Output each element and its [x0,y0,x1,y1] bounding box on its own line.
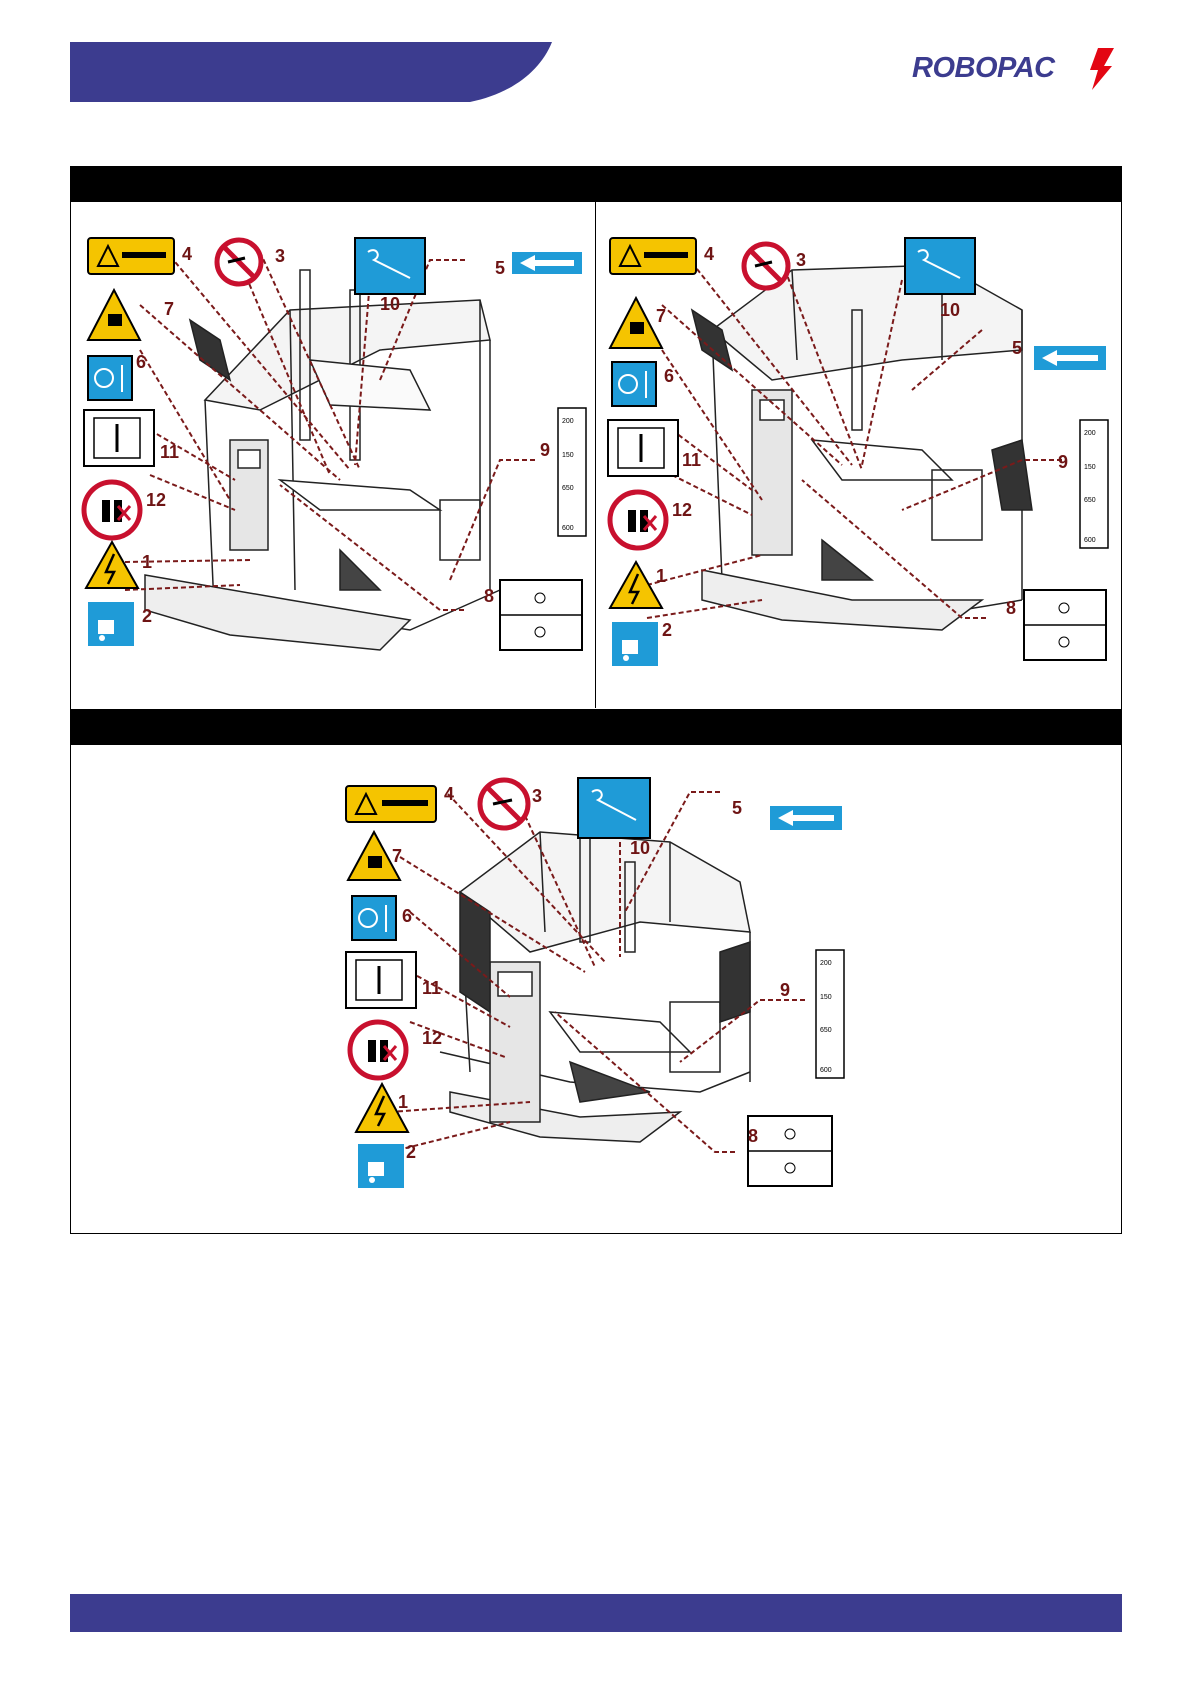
callout-number: 5 [732,798,742,818]
callout-number: 12 [146,490,166,510]
callout-number: 9 [780,980,790,1000]
scale-tick-label: 200 [820,960,832,967]
callout-number: 10 [940,300,960,320]
machine-drawing [440,832,750,1142]
section-bar-top [70,166,1122,202]
callout-number: 2 [406,1142,416,1162]
crushing-hazard-icon [610,298,662,348]
callout-number: 5 [1012,338,1022,358]
callout-number: 3 [796,250,806,270]
scale-tick-label: 650 [1084,497,1096,504]
robopac-logo: ROBOPAC [912,46,1122,92]
rotation-instruction-icon [88,356,132,400]
panel-divider [595,202,596,708]
electrical-hazard-icon [610,562,662,608]
callout-number: 11 [682,450,701,470]
direction-arrow-icon [770,806,842,830]
callout-number: 1 [398,1092,408,1112]
machine-drawing [692,265,1032,630]
scale-tick-label: 150 [1084,464,1096,471]
callout-number: 4 [704,244,714,264]
scale-tick-label: 650 [562,485,574,492]
lightning-logo-icon [1084,46,1118,92]
scale-tick-label: 650 [820,1027,832,1034]
callout-number: 7 [392,846,402,866]
forklift-icon [358,1144,404,1188]
callout-number: 10 [630,838,650,858]
callout-number: 4 [182,244,192,264]
callout-number: 6 [402,906,412,926]
film-path-label-icon [1024,590,1106,660]
header-band [70,42,552,102]
direction-arrow-icon [512,252,582,274]
electrical-hazard-icon [86,542,138,588]
callout-number: 1 [656,566,666,586]
callout-number: 6 [664,366,674,386]
read-manual-icon [84,410,154,466]
callout-number: 4 [444,784,454,804]
sharp-blade-warning-icon [610,238,696,274]
film-path-label-icon [748,1116,832,1186]
film-threading-icon [355,238,425,294]
callout-number: 8 [484,586,494,606]
scale-tick-label: 600 [820,1067,832,1074]
callout-number: 12 [672,500,692,520]
callout-number: 11 [160,442,179,462]
scale-tick-label: 150 [562,452,574,459]
callout-number: 9 [540,440,550,460]
scale-tick-label: 600 [1084,537,1096,544]
callout-number: 6 [136,352,146,372]
scale-tick-label: 600 [562,525,574,532]
machine-drawing [145,270,500,650]
sharp-blade-warning-icon [346,786,436,822]
forklift-icon [88,602,134,646]
machine-panel-left: 200 150 650 600 4 3 10 5 7 6 11 12 1 2 9… [80,210,590,700]
film-threading-icon [905,238,975,294]
callout-number: 8 [1006,598,1016,618]
footer-band [70,1594,1122,1632]
scale-tick-label: 150 [820,994,832,1001]
callout-number: 11 [422,978,441,998]
no-lifting-people-icon [610,492,666,548]
no-hands-prohibition-icon [744,244,788,288]
callout-number: 7 [164,299,174,319]
machine-panel-right: 200 150 650 600 4 3 10 5 7 6 11 12 1 2 9… [602,210,1117,700]
sharp-blade-warning-icon [88,238,174,274]
callout-number: 5 [495,258,505,278]
callout-number: 3 [532,786,542,806]
scale-tick-label: 200 [1084,430,1096,437]
callout-number: 3 [275,246,285,266]
read-manual-icon [608,420,678,476]
callout-number: 8 [748,1126,758,1146]
film-threading-icon [578,778,650,838]
film-height-scale-icon: 200 150 650 600 [816,950,844,1078]
crushing-hazard-icon [88,290,140,340]
callout-number: 7 [656,306,666,326]
logo-text: ROBOPAC [912,52,1055,85]
film-height-scale-icon: 200 150 650 600 [558,408,586,536]
scale-tick-label: 200 [562,418,574,425]
film-path-label-icon [500,580,582,650]
callout-number: 2 [662,620,672,640]
forklift-icon [612,622,658,666]
callout-number: 1 [142,552,152,572]
rotation-instruction-icon [612,362,656,406]
callout-number: 12 [422,1028,442,1048]
no-hands-prohibition-icon [480,780,528,828]
callout-number: 9 [1058,452,1068,472]
callout-number: 10 [380,294,400,314]
no-lifting-people-icon [84,482,140,538]
section-bar-middle [70,709,1122,745]
direction-arrow-icon [1034,346,1106,370]
machine-panel-bottom: 200 150 650 600 4 3 10 5 7 6 11 12 1 2 9… [340,772,860,1192]
no-lifting-people-icon [350,1022,406,1078]
no-hands-prohibition-icon [217,240,261,284]
read-manual-icon [346,952,416,1008]
rotation-instruction-icon [352,896,396,940]
film-height-scale-icon: 200 150 650 600 [1080,420,1108,548]
callout-number: 2 [142,606,152,626]
